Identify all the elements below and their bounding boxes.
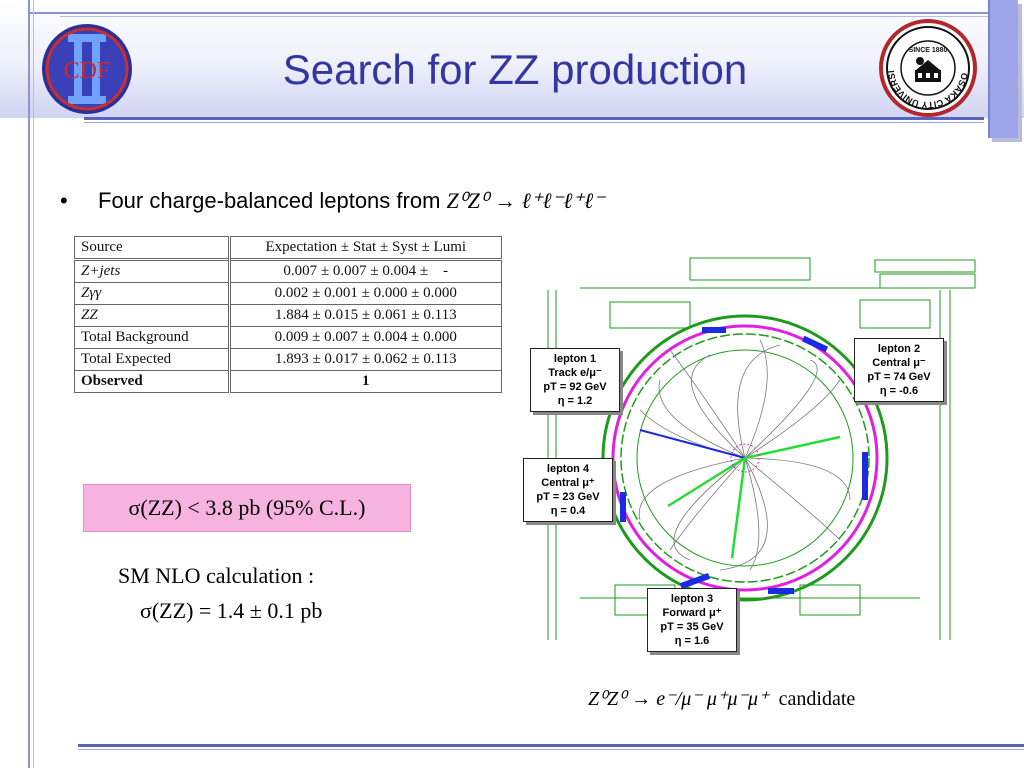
lepton-2-track [744,435,841,460]
lepton-2-label: lepton 2 Central μ⁻ pT = 74 GeV η = -0.6 [854,338,944,402]
corner-block [988,0,1018,138]
caption-word: candidate [778,688,856,710]
footer-rule [78,744,1024,747]
bullet-formula: Z⁰Z⁰ → ℓ⁺ℓ⁻ℓ⁺ℓ⁻ [446,188,605,213]
bullet-item: • Four charge-balanced leptons from Z⁰Z⁰ … [60,188,605,214]
table-cell: 0.002 ± 0.001 ± 0.000 ± 0.000 [227,282,503,305]
inner-ring [620,333,870,583]
slide-title: Search for ZZ production [282,46,748,93]
lepton-4-label: lepton 4 Central μ⁺ pT = 23 GeV η = 0.4 [523,458,613,522]
table-cell: 0.007 ± 0.007 ± 0.004 ± - [227,258,503,283]
table-cell: Z+jets [74,258,230,283]
left-rail [28,0,30,768]
lepton-1-track [639,429,746,459]
event-caption: Z⁰Z⁰ → e⁻/μ⁻ μ⁺μ⁻μ⁺ candidate [588,686,855,711]
caption-formula: Z⁰Z⁰ → e⁻/μ⁻ μ⁺μ⁻μ⁺ [588,688,769,710]
top-divider [30,12,992,14]
table-cell: 0.009 ± 0.007 ± 0.004 ± 0.000 [227,326,503,349]
lepton-3-track [730,457,747,559]
bullet-marker: • [60,188,68,213]
table-header: Expectation ± Stat ± Syst ± Lumi [227,236,503,260]
footer-rule-thin [78,749,1024,750]
lepton-1-label: lepton 1 Track e/μ⁻ pT = 92 GeV η = 1.2 [530,348,620,412]
nlo-value: σ(ZZ) = 1.4 ± 0.1 pb [140,598,323,623]
left-rail-thin [33,0,34,768]
table-row: Observed 1 [74,370,503,393]
bullet-text: Four charge-balanced leptons from [98,188,447,213]
seal-emblem [915,57,941,82]
event-display [547,257,976,640]
vertex-region [730,443,760,473]
table-row: Zγγ 0.002 ± 0.001 ± 0.000 ± 0.000 [74,282,503,305]
results-table: Source Expectation ± Stat ± Syst ± Lumi … [74,236,503,393]
top-divider-thin [60,16,992,17]
table-cell: Total Expected [74,348,230,371]
header-band [0,0,1024,118]
cdf-logo-text: CDF [64,58,111,84]
table-cell: Zγγ [74,282,230,305]
table-header-row: Source Expectation ± Stat ± Syst ± Lumi [74,236,503,260]
table-cell: Observed [74,370,230,393]
university-seal: OSAKA CITY UNIVERSITY SINCE 1880 [878,18,977,117]
header-rule-thin [84,122,984,123]
header-rule [84,117,984,120]
results-table-container: Source Expectation ± Stat ± Syst ± Lumi … [74,236,503,393]
cross-section-limit-box: σ(ZZ) < 3.8 pb (95% C.L.) [83,484,411,532]
table-cell: 1.884 ± 0.015 ± 0.061 ± 0.113 [227,304,503,327]
table-row: Z+jets 0.007 ± 0.007 ± 0.004 ± - [74,258,503,283]
table-cell: 1.893 ± 0.017 ± 0.062 ± 0.113 [227,348,503,371]
table-row: Total Expected 1.893 ± 0.017 ± 0.062 ± 0… [74,348,503,371]
seal-top-text: SINCE 1880 [909,47,948,54]
calorimeter-towers [620,327,868,594]
table-cell: ZZ [74,304,230,327]
table-cell: 1 [227,370,503,393]
table-row: ZZ 1.884 ± 0.015 ± 0.061 ± 0.113 [74,304,503,327]
table-header: Source [74,236,230,260]
magenta-ring [611,324,879,592]
tracker-ring [636,349,854,567]
cdf-logo: CDF [42,24,132,114]
table-row: Total Background 0.009 ± 0.007 ± 0.004 ±… [74,326,503,349]
lepton-3-label: lepton 3 Forward μ⁺ pT = 35 GeV η = 1.6 [647,588,737,652]
nlo-label: SM NLO calculation : [118,563,315,588]
lepton-4-track [667,456,746,508]
table-cell: Total Background [74,326,230,349]
charged-tracks [638,339,851,571]
